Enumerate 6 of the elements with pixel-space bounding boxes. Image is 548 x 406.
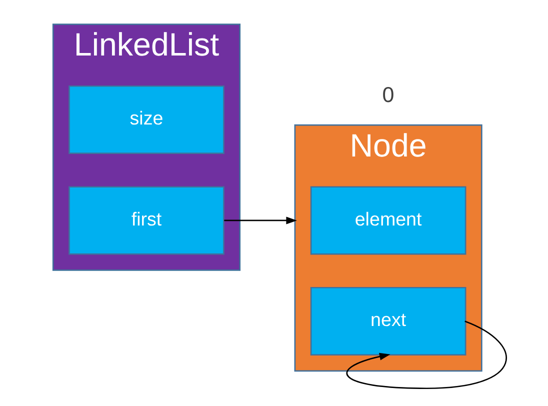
node-box: next — [310, 286, 466, 356]
arrow — [224, 216, 296, 224]
node-label: 0 — [382, 82, 394, 107]
node-box: first — [68, 186, 224, 255]
node-box: element — [310, 186, 466, 255]
node-box: size — [68, 85, 224, 154]
